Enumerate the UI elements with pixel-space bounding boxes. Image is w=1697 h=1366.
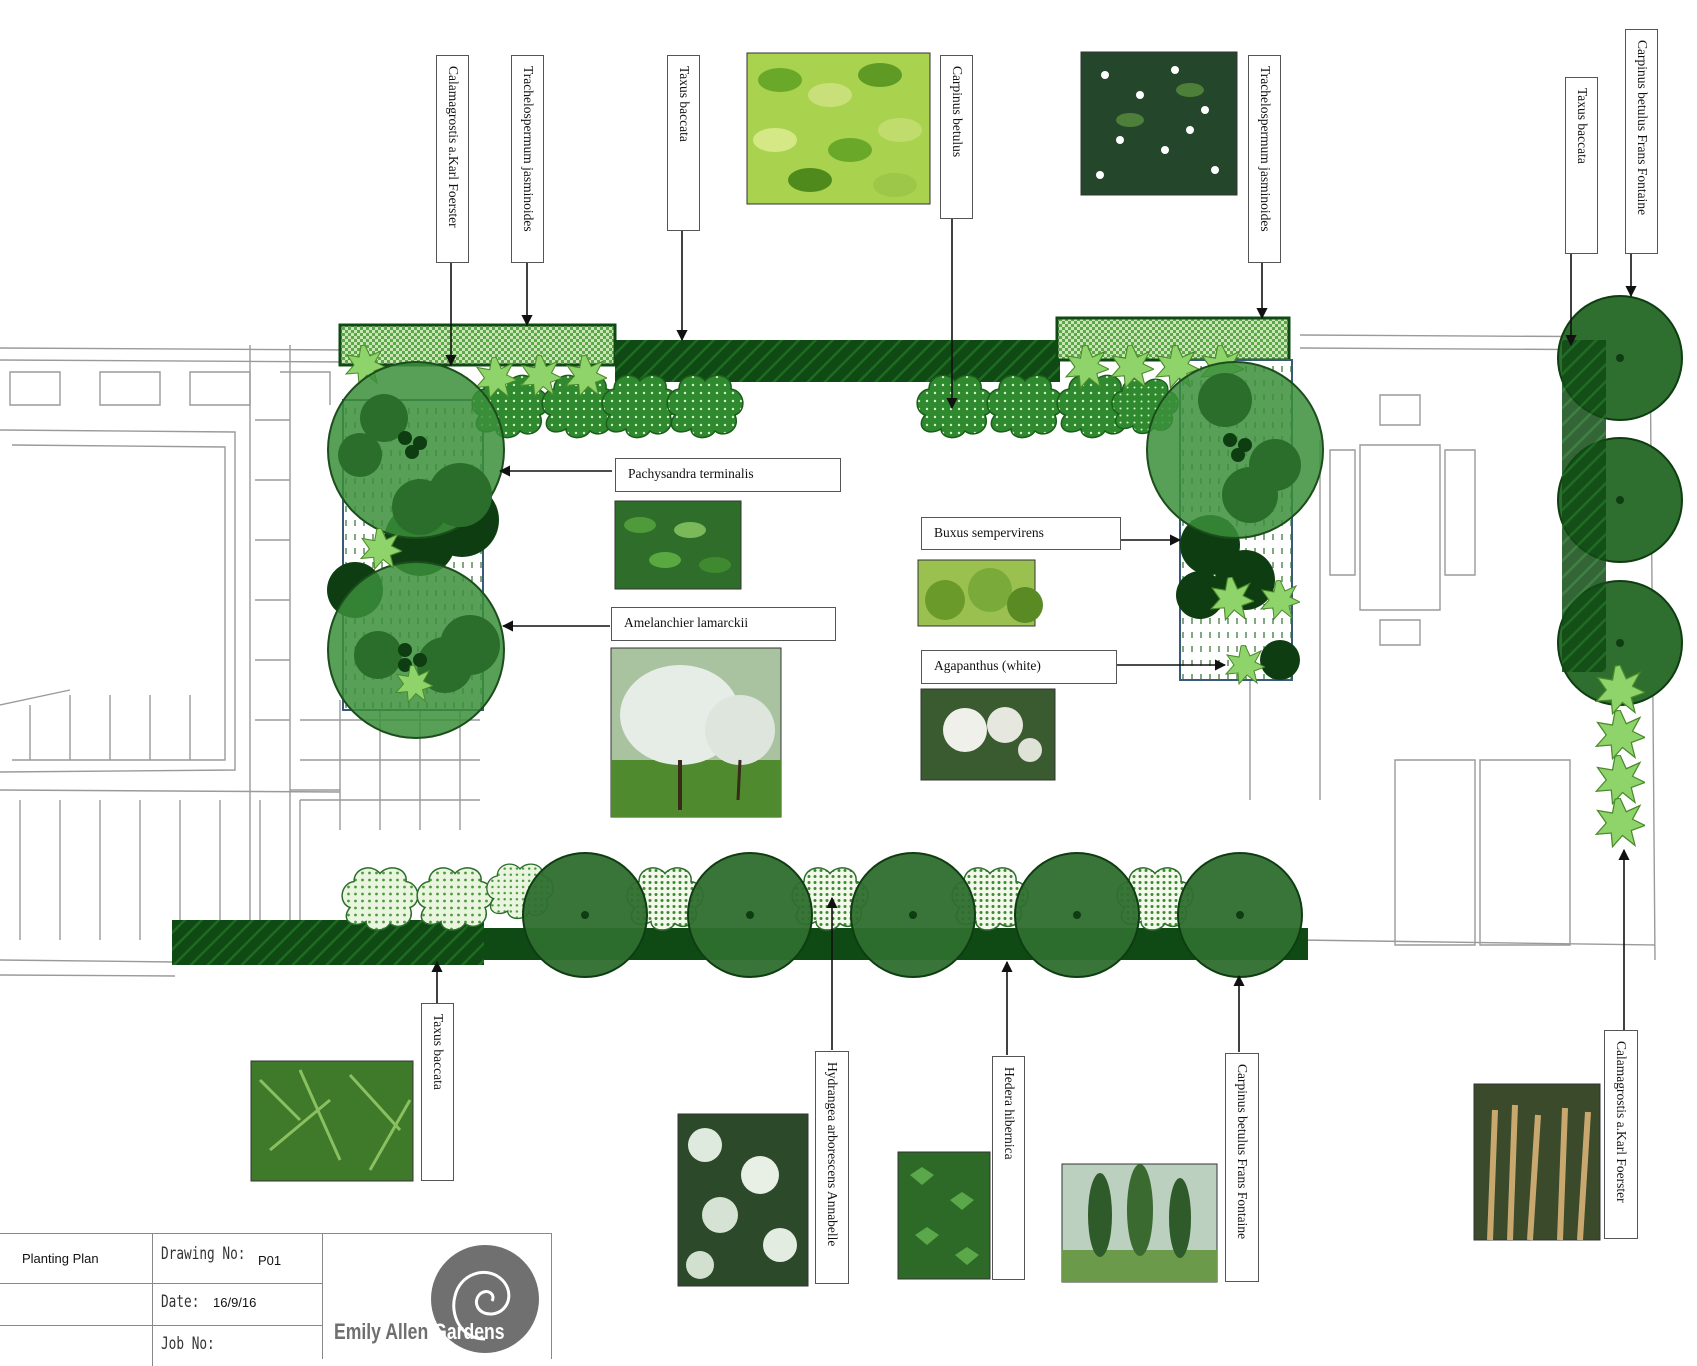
photo-trachelospermum (1080, 51, 1238, 196)
logo-spiral-icon (431, 1245, 539, 1353)
label-agapanthus: Agapanthus (white) (921, 650, 1117, 684)
logo-text-part1: Emily Allen (334, 1319, 429, 1344)
amelanchier-trees (327, 361, 505, 739)
photo-pachysandra (614, 500, 742, 590)
photo-carpinus-leaves (746, 52, 931, 205)
right-bed-plants (1146, 361, 1324, 685)
photo-calamagrostis (1473, 1083, 1601, 1241)
label-buxus: Buxus sempervirens (921, 517, 1121, 550)
label-hedera: Hedera hibernica (992, 1056, 1025, 1280)
photo-taxus (250, 1060, 414, 1182)
drawing-title: Planting Plan (22, 1251, 99, 1266)
job-no-label: Job No: (161, 1334, 215, 1354)
label-pachysandra: Pachysandra terminalis (615, 458, 841, 492)
architectural-sketch (0, 334, 1656, 977)
drawing-no-value: P01 (258, 1253, 282, 1268)
plant-photos (250, 51, 1601, 1287)
label-calamagrostis-top: Calamagrostis a.Karl Foerster (436, 55, 469, 263)
photo-carpinus-ff (1061, 1163, 1218, 1283)
label-taxus-bottom: Taxus baccata (421, 1003, 454, 1181)
label-taxus-right: Taxus baccata (1565, 77, 1598, 254)
drawing-no-label: Drawing No: (161, 1244, 246, 1264)
logo-text-part2: Gardens (433, 1319, 505, 1344)
date-value: 16/9/16 (213, 1295, 257, 1310)
photo-amelanchier (610, 647, 782, 818)
photo-hydrangea (677, 1113, 809, 1287)
photo-hedera (897, 1151, 991, 1280)
drawing-no-cell (152, 1234, 322, 1284)
label-carpinus-ff-top: Carpinus betulus Frans Fontaine (1625, 29, 1658, 254)
label-trachelospermum-right: Trachelospermum jasminoides (1248, 55, 1281, 263)
bottom-carpinus-trees (522, 852, 1303, 978)
top-hedges (338, 316, 1291, 382)
date-cell (152, 1284, 322, 1326)
logo-text: Emily Allen Gardens (334, 1319, 505, 1345)
label-calamagrostis-bottom: Calamagrostis a.Karl Foerster (1604, 1030, 1638, 1239)
title-block: Planting Plan Drawing No: P01 Date: 16/9… (0, 1233, 552, 1366)
title-cell (0, 1234, 152, 1284)
right-boundary-planting (1557, 295, 1683, 848)
job-no-cell (152, 1326, 322, 1366)
photo-agapanthus (920, 688, 1056, 781)
label-taxus-top: Taxus baccata (667, 55, 700, 231)
leader-lines (431, 218, 1637, 1055)
photo-buxus (917, 559, 1043, 627)
logo-cell (322, 1234, 551, 1359)
label-hydrangea: Hydrangea arborescens Annabelle (815, 1051, 849, 1284)
label-carpinus-top: Carpinus betulus (940, 55, 973, 219)
label-carpinus-ff-bottom: Carpinus betulus Frans Fontaine (1225, 1053, 1259, 1282)
title-cell-blank (0, 1284, 152, 1326)
date-label: Date: (161, 1292, 200, 1312)
label-trachelospermum-left: Trachelospermum jasminoides (511, 55, 544, 263)
label-amelanchier: Amelanchier lamarckii (611, 607, 836, 641)
